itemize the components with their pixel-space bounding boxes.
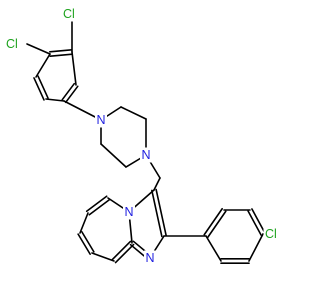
- bond-single-10: [120, 106, 147, 120]
- bond-single-8: [63, 100, 102, 121]
- bond-double-29-b: [203, 207, 223, 236]
- bond-double-31-b: [251, 208, 266, 234]
- bond-double-23-b: [88, 198, 111, 216]
- label-backing: [94, 112, 108, 128]
- label-backing: [139, 147, 153, 163]
- atom-cl-top-right: Cl: [63, 7, 75, 21]
- bond-single-24: [79, 212, 89, 234]
- bond-double-27-b: [111, 240, 132, 261]
- atom-cl-top-left: Cl: [6, 37, 18, 51]
- bond-single-34: [205, 235, 222, 262]
- bond-double-27-a: [114, 243, 135, 264]
- atom-n-bridgehead: N: [124, 205, 133, 219]
- bond-double-25-a: [77, 233, 91, 255]
- bond-single-26: [91, 252, 115, 262]
- bond-single-7: [71, 51, 77, 86]
- bond-single-16: [153, 177, 161, 191]
- bond-double-25-b: [81, 231, 95, 253]
- atom-cl-aryl-right: Cl: [265, 227, 277, 241]
- bond-double-21-b: [151, 189, 163, 238]
- label-backing: [61, 6, 77, 22]
- atom-n-piperazine-top: N: [96, 113, 105, 127]
- bond-single-5: [45, 98, 65, 102]
- bond-lines: [26, 13, 266, 265]
- bond-single-3: [35, 53, 51, 78]
- label-backing: [4, 36, 20, 52]
- bond-double-2-a: [49, 49, 73, 53]
- bond-double-2-b: [49, 53, 73, 57]
- bond-double-6-b: [61, 82, 76, 101]
- bond-double-31-a: [247, 210, 262, 236]
- bond-single-1: [26, 43, 51, 55]
- bond-double-4-b: [37, 75, 49, 99]
- bond-double-23-a: [85, 195, 108, 213]
- bond-single-32: [248, 233, 264, 262]
- atom-n-imidazole: N: [145, 251, 154, 265]
- bond-double-29-a: [207, 210, 227, 239]
- bond-double-6-a: [64, 85, 79, 104]
- label-backing: [122, 204, 136, 220]
- bond-single-13: [100, 143, 127, 168]
- molecule-structure: Cl Cl N N N N Cl: [4, 6, 279, 266]
- label-backing: [143, 250, 157, 266]
- bond-double-4-a: [33, 77, 45, 101]
- atom-n-piperazine-bottom: N: [141, 148, 150, 162]
- bond-double-21-a: [155, 188, 167, 237]
- atom-labels: Cl Cl N N N N Cl: [4, 6, 279, 266]
- label-backing: [263, 226, 279, 242]
